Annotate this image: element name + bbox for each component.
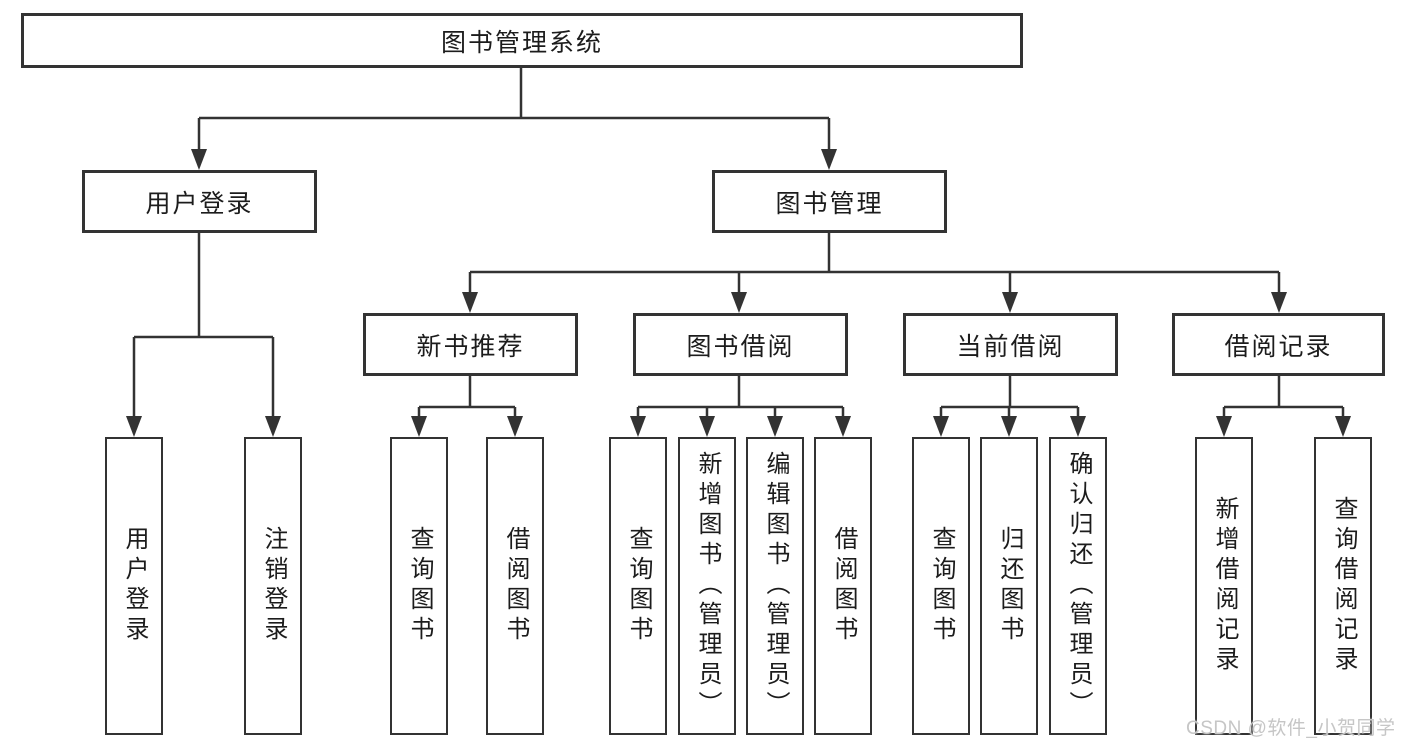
node-user-login-label: 用户登录 bbox=[145, 189, 254, 218]
leaf-return-book-label: 归还图书 bbox=[996, 526, 1023, 646]
connector-book-borrow-to-leaves bbox=[630, 376, 851, 437]
leaf-user-login-label: 用户登录 bbox=[121, 526, 148, 646]
leaf-borrow-book-2: 借阅图书 bbox=[814, 437, 872, 735]
leaf-borrow-book-2-label: 借阅图书 bbox=[830, 526, 857, 646]
leaf-query-book-3: 查询图书 bbox=[912, 437, 970, 735]
node-book-management-label: 图书管理 bbox=[775, 189, 884, 218]
leaf-return-book: 归还图书 bbox=[980, 437, 1038, 735]
node-book-management: 图书管理 bbox=[712, 170, 947, 233]
connector-new-book-recommend-to-leaves bbox=[411, 376, 523, 437]
leaf-query-borrow-record-label: 查询借阅记录 bbox=[1330, 496, 1357, 676]
node-root-label: 图书管理系统 bbox=[440, 28, 603, 57]
leaf-borrow-book-1: 借阅图书 bbox=[486, 437, 544, 735]
leaf-query-book-2: 查询图书 bbox=[609, 437, 667, 735]
leaf-confirm-return-admin-label: 确认归还（管理员） bbox=[1065, 451, 1092, 721]
leaf-edit-book-admin: 编辑图书（管理员） bbox=[746, 437, 804, 735]
leaf-add-book-admin-label: 新增图书（管理员） bbox=[694, 451, 721, 721]
leaf-borrow-book-1-label: 借阅图书 bbox=[502, 526, 529, 646]
leaf-logout-label: 注销登录 bbox=[260, 526, 287, 646]
node-current-borrow: 当前借阅 bbox=[903, 313, 1118, 376]
connector-book-management-to-level3 bbox=[462, 233, 1287, 313]
node-borrow-record: 借阅记录 bbox=[1172, 313, 1385, 376]
leaf-add-borrow-record-label: 新增借阅记录 bbox=[1211, 496, 1238, 676]
connector-borrow-record-to-leaves bbox=[1216, 376, 1351, 437]
node-root: 图书管理系统 bbox=[21, 13, 1023, 68]
connector-root-to-level2 bbox=[191, 68, 837, 170]
connector-current-borrow-to-leaves bbox=[933, 376, 1086, 437]
leaf-add-book-admin: 新增图书（管理员） bbox=[678, 437, 736, 735]
node-book-borrow: 图书借阅 bbox=[633, 313, 848, 376]
leaf-user-login: 用户登录 bbox=[105, 437, 163, 735]
node-new-book-recommend: 新书推荐 bbox=[363, 313, 578, 376]
node-new-book-recommend-label: 新书推荐 bbox=[416, 332, 525, 361]
node-borrow-record-label: 借阅记录 bbox=[1224, 332, 1333, 361]
node-book-borrow-label: 图书借阅 bbox=[686, 332, 795, 361]
leaf-add-borrow-record: 新增借阅记录 bbox=[1195, 437, 1253, 735]
leaf-query-book-1: 查询图书 bbox=[390, 437, 448, 735]
leaf-edit-book-admin-label: 编辑图书（管理员） bbox=[762, 451, 789, 721]
node-user-login: 用户登录 bbox=[82, 170, 317, 233]
node-current-borrow-label: 当前借阅 bbox=[956, 332, 1065, 361]
connector-user-login-to-leaves bbox=[126, 233, 281, 437]
leaf-logout: 注销登录 bbox=[244, 437, 302, 735]
leaf-confirm-return-admin: 确认归还（管理员） bbox=[1049, 437, 1107, 735]
leaf-query-book-1-label: 查询图书 bbox=[406, 526, 433, 646]
csdn-watermark: CSDN @软件_小贺同学 bbox=[1186, 718, 1396, 739]
leaf-query-book-2-label: 查询图书 bbox=[625, 526, 652, 646]
leaf-query-book-3-label: 查询图书 bbox=[928, 526, 955, 646]
leaf-query-borrow-record: 查询借阅记录 bbox=[1314, 437, 1372, 735]
